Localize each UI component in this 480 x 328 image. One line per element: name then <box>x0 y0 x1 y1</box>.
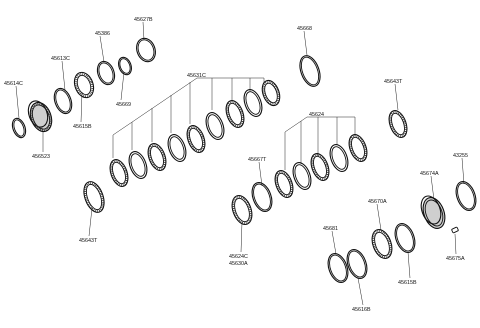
label-456523: 456523 <box>32 154 50 160</box>
label-45613C: 45613C <box>51 56 70 62</box>
ring-45613C <box>53 87 73 115</box>
label-45669: 45669 <box>116 102 131 108</box>
ring-45669 <box>118 56 132 76</box>
label-45630A: 45630A <box>229 261 248 267</box>
ring-43255 <box>455 181 477 211</box>
ring-45681 <box>327 253 349 283</box>
ring-45615B-lower <box>394 223 416 253</box>
ring-45667T <box>251 182 273 212</box>
part-labels: 45614C 45613C 45386 45627B 45669 45615B … <box>4 17 468 313</box>
ring-45668 <box>299 55 321 87</box>
pin-45675A <box>451 226 459 234</box>
snap-ring-45614C <box>11 117 27 139</box>
ring-45616B <box>346 249 368 279</box>
ring-45386 <box>96 60 116 86</box>
label-45675A: 45675A <box>446 256 465 262</box>
plate-45643T-upper <box>388 110 408 138</box>
plate-45624C <box>231 195 253 225</box>
label-45616B: 45616B <box>352 307 371 313</box>
clutch-pack-45624 <box>274 134 368 198</box>
label-43255: 43255 <box>453 153 468 159</box>
label-45631C: 45631C <box>187 73 206 79</box>
label-45668: 45668 <box>297 26 312 32</box>
label-45615B: 45615B <box>73 124 92 130</box>
label-45667T: 45667T <box>248 157 267 163</box>
ring-45627B <box>136 37 156 63</box>
leader-lines <box>15 21 465 306</box>
plate-45670A <box>371 229 393 259</box>
label-45614C: 45614C <box>4 81 23 87</box>
label-45615B-lower: 45615B <box>398 280 417 286</box>
label-45643T-upper: 45643T <box>384 79 403 85</box>
label-45670A: 45670A <box>368 199 387 205</box>
label-45674A: 45674A <box>420 171 439 177</box>
clutch-pack-45631C <box>109 79 281 187</box>
label-45624: 45624 <box>309 112 324 118</box>
drum-45674A <box>420 195 446 229</box>
label-45627B: 45627B <box>134 17 153 23</box>
label-45386: 45386 <box>95 31 110 37</box>
label-45624C: 45624C <box>229 254 248 260</box>
label-45643T-lower: 45643T <box>79 238 98 244</box>
plate-45615B <box>73 71 95 99</box>
hub-456523 <box>27 100 53 133</box>
plate-45643T-lower <box>83 181 105 213</box>
parts-drawing <box>11 37 477 283</box>
label-45681: 45681 <box>323 226 338 232</box>
